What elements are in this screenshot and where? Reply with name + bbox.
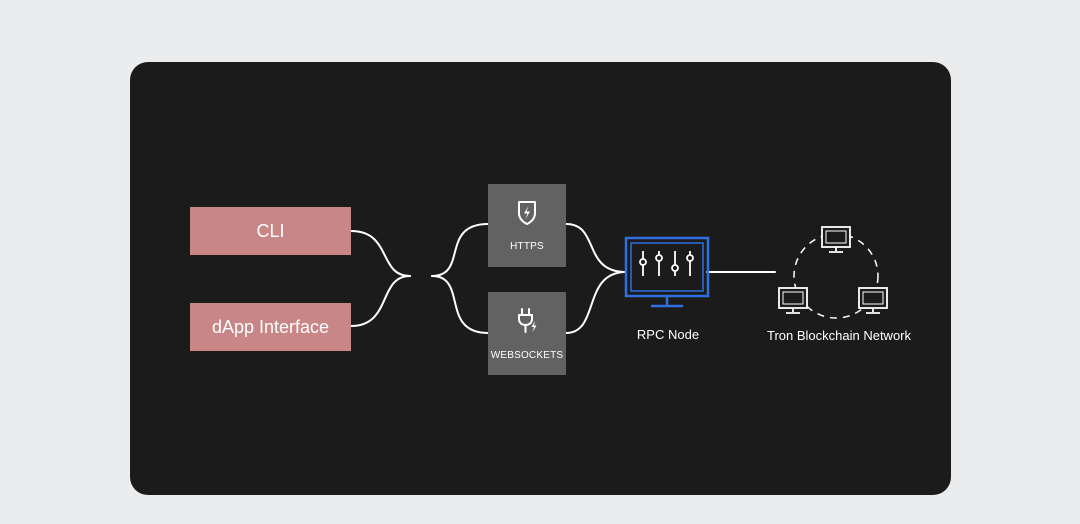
shield-lightning-icon	[488, 196, 566, 228]
network-computer-right	[858, 287, 888, 314]
cli-label: CLI	[256, 220, 285, 241]
cli-box: CLI	[190, 207, 351, 255]
connector-https-out	[565, 223, 627, 273]
diagram-panel	[130, 62, 951, 495]
dapp-interface-box: dApp Interface	[190, 303, 351, 351]
websockets-label: WEBSOCKETS	[490, 350, 564, 361]
network-computer-top	[821, 226, 851, 253]
https-label: HTTPS	[510, 241, 544, 252]
computer-ring-icon	[778, 226, 888, 319]
network-computer-left	[778, 287, 808, 314]
plug-lightning-icon	[488, 304, 566, 336]
rpc-node-label: RPC Node	[636, 327, 700, 342]
tron-network-label: Tron Blockchain Network	[766, 328, 911, 343]
https-box: HTTPS	[488, 184, 566, 267]
connector-cli	[350, 230, 411, 277]
connector-to-https	[431, 223, 489, 277]
monitor-sliders-icon	[624, 236, 710, 308]
dapp-interface-label: dApp Interface	[211, 316, 330, 337]
websockets-box: WEBSOCKETS	[488, 292, 566, 375]
connector-websockets-out	[565, 271, 627, 334]
connector-to-websockets	[431, 275, 489, 334]
connector-dapp	[350, 275, 411, 327]
